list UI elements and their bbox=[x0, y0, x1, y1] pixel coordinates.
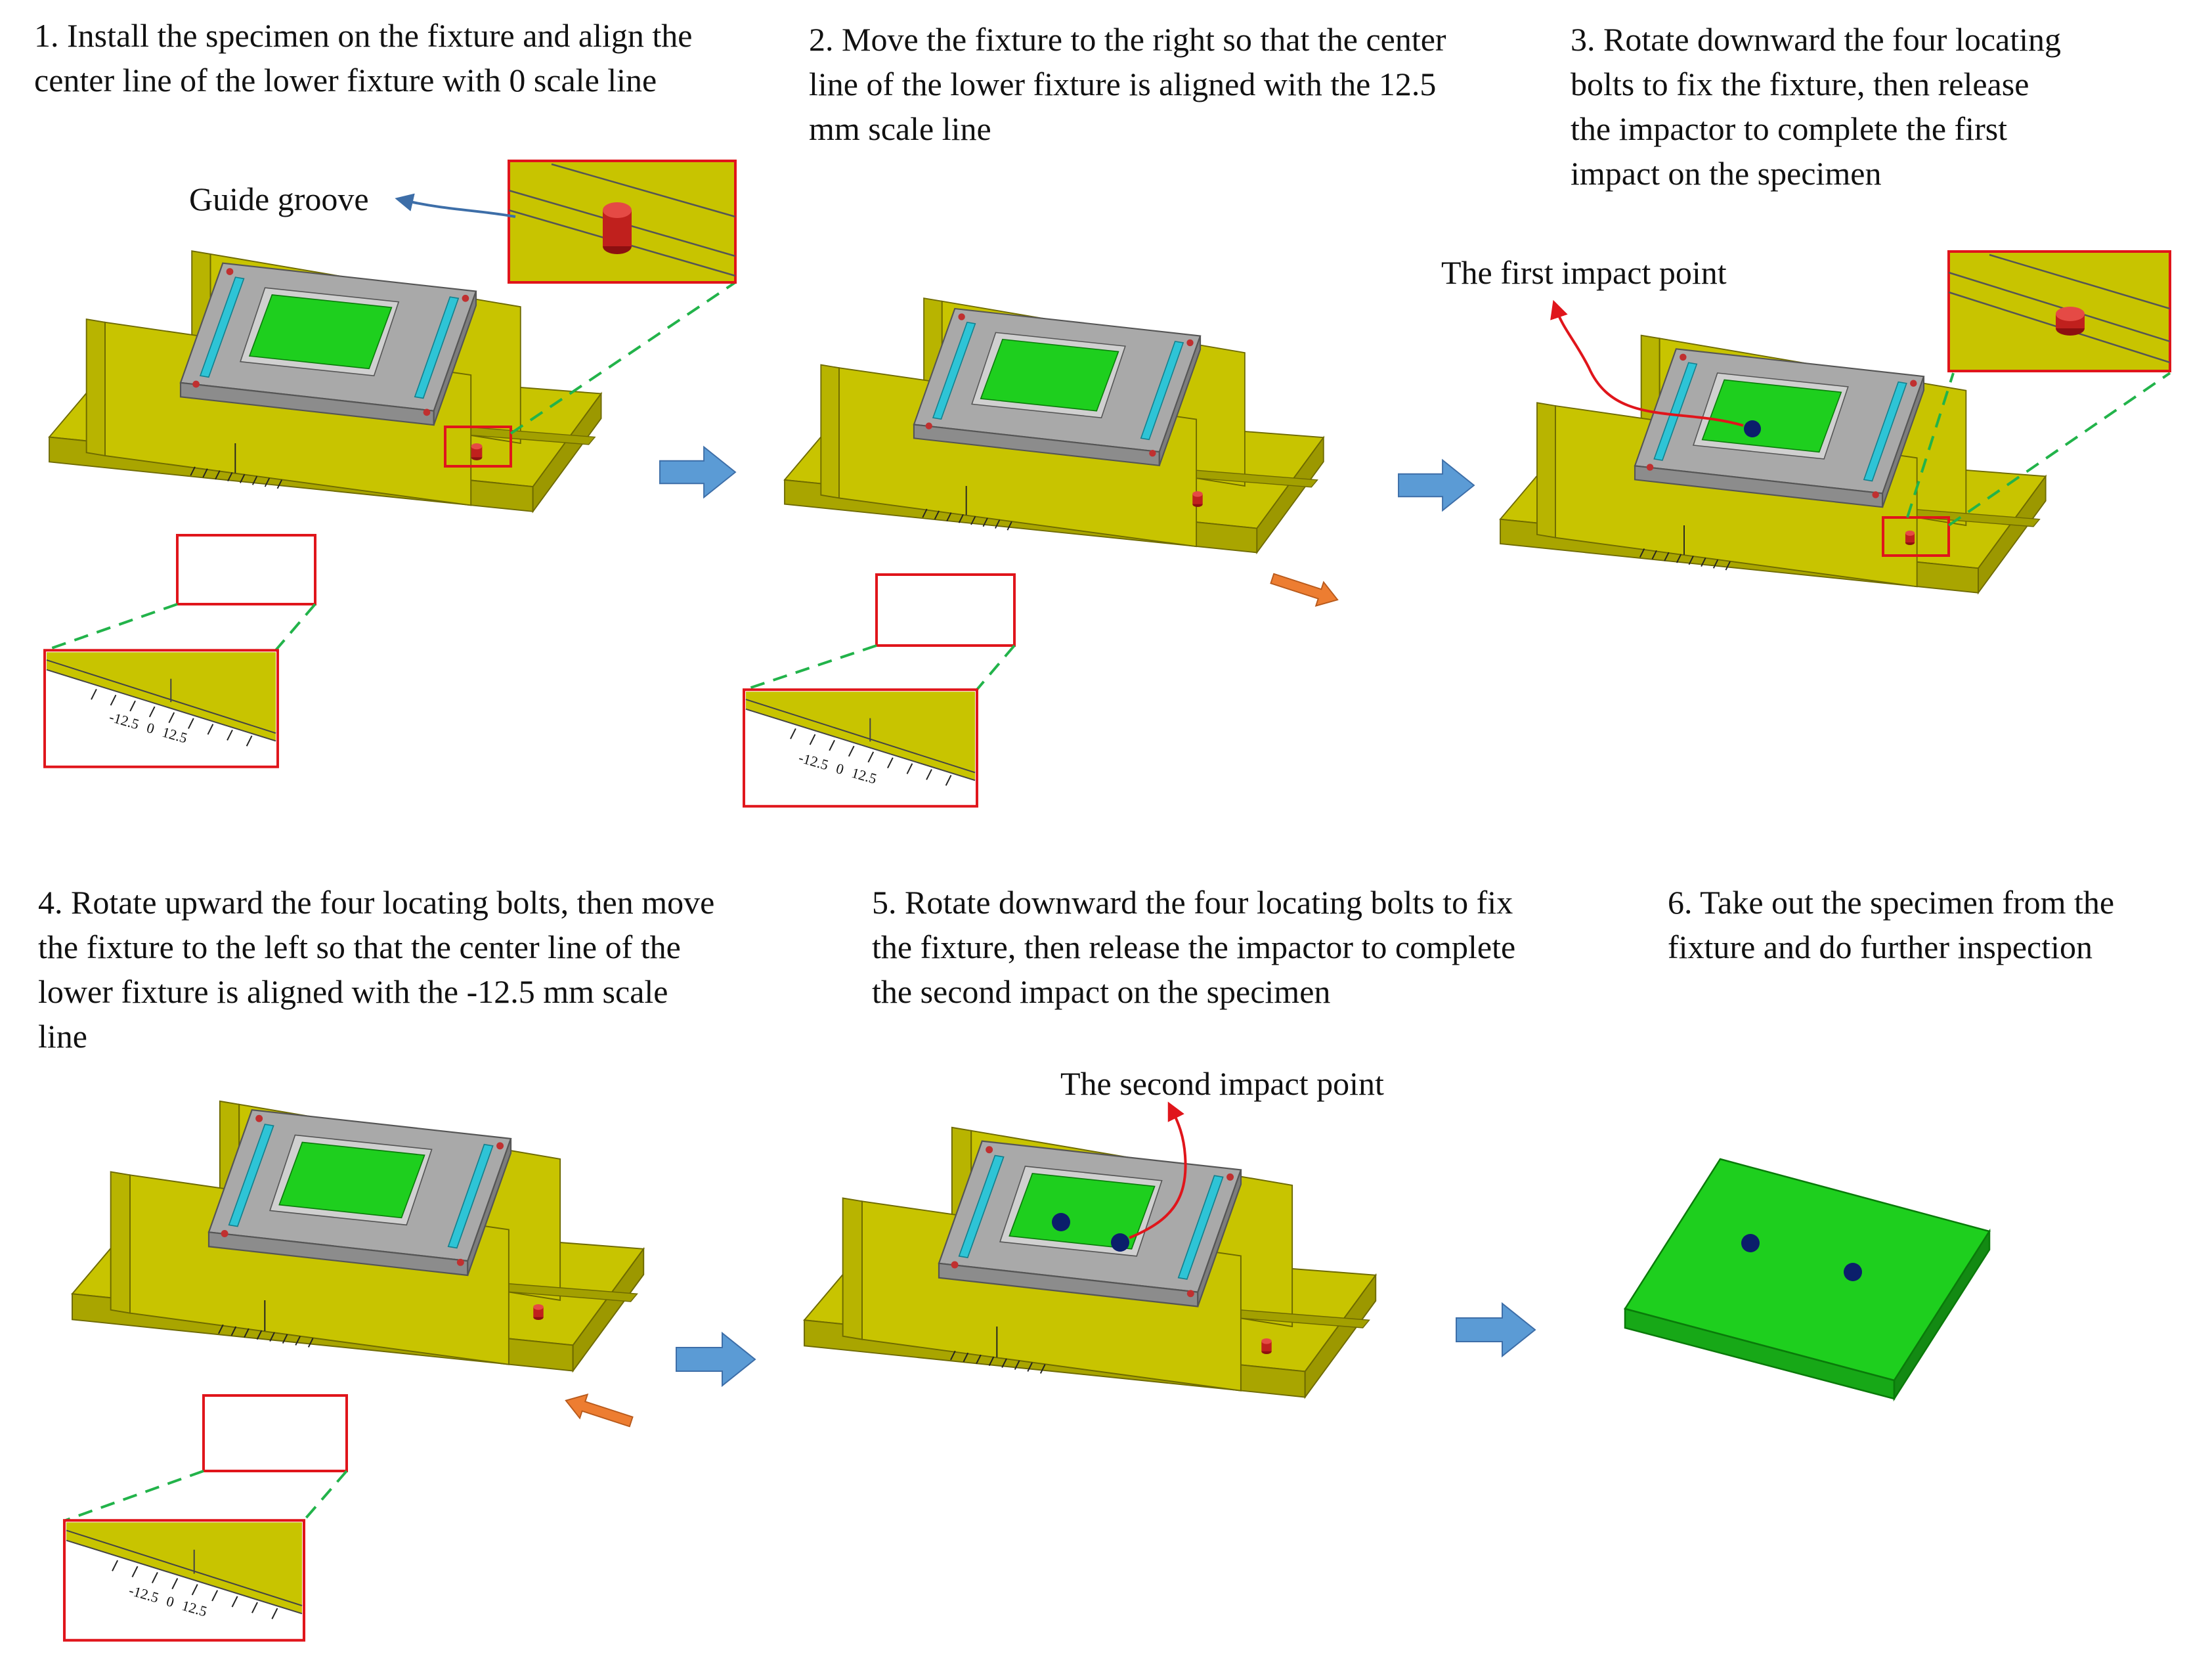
flow-arrow-2 bbox=[1398, 459, 1475, 512]
second-impact-label: The second impact point bbox=[1060, 1065, 1384, 1102]
second-impact-dot bbox=[1111, 1233, 1129, 1252]
scale-inset-1 bbox=[43, 649, 279, 768]
panel-1: Guide groove -12.5 0 12.5 bbox=[43, 160, 737, 768]
groove-inset-3 bbox=[1947, 250, 2171, 372]
move-left-arrow bbox=[561, 1388, 636, 1435]
step-4-text: 4. Rotate upward the four locating bolts… bbox=[38, 884, 715, 1055]
locating-bolt-1 bbox=[471, 443, 483, 460]
flow-arrow-1 bbox=[659, 446, 736, 498]
locating-bolt-4 bbox=[533, 1304, 544, 1320]
panel-3: The first impact point bbox=[1441, 250, 2171, 594]
second-impact-leader bbox=[1129, 1101, 1187, 1239]
leader-line-scale-2a bbox=[745, 644, 877, 691]
impact-mark-2 bbox=[1844, 1263, 1862, 1281]
specimen-top bbox=[1624, 1158, 1991, 1382]
first-impact-dot bbox=[1744, 420, 1761, 437]
leader-line-bolt-1 bbox=[510, 281, 737, 435]
bolt-highlight-1 bbox=[444, 426, 512, 468]
panel-5: The second impact point bbox=[803, 1065, 1384, 1398]
leader-line-scale-4a bbox=[65, 1470, 204, 1522]
leader-line-scale-4b bbox=[303, 1470, 348, 1522]
impact-mark-1 bbox=[1741, 1234, 1760, 1252]
panel-2: -12.5 0 12.5 bbox=[743, 297, 1342, 808]
step-2-text: 2. Move the fixture to the right so that… bbox=[809, 21, 1446, 147]
step-3-text: 3. Rotate downward the four locating bol… bbox=[1571, 21, 2062, 192]
scale-highlight-2 bbox=[875, 573, 1016, 647]
leader-line-scale-1b bbox=[274, 603, 316, 651]
guide-groove-label: Guide groove bbox=[189, 181, 369, 217]
step-6-text: 6. Take out the specimen from the fixtur… bbox=[1668, 884, 2115, 965]
top-plate-2 bbox=[913, 307, 1202, 466]
top-plate-1 bbox=[179, 262, 477, 426]
scale-inset-2 bbox=[743, 688, 978, 808]
groove-inset-1 bbox=[508, 160, 737, 284]
leader-line-bolt-3a bbox=[1947, 372, 2171, 527]
guide-groove-leader bbox=[395, 193, 516, 218]
first-impact-dot-5 bbox=[1052, 1213, 1070, 1231]
flow-arrow-4 bbox=[1456, 1303, 1536, 1357]
top-plate-3 bbox=[1634, 348, 1925, 508]
leader-line-bolt-3b bbox=[1906, 372, 1955, 518]
panel-4: -12.5 0 12.5 bbox=[64, 1100, 645, 1640]
locating-bolt-5 bbox=[1261, 1338, 1272, 1354]
scale-inset-4 bbox=[64, 1520, 304, 1640]
panel-6 bbox=[1624, 1158, 1991, 1402]
bolt-highlight-3 bbox=[1882, 516, 1950, 557]
move-right-arrow bbox=[1267, 565, 1342, 613]
locating-bolt-2 bbox=[1192, 491, 1203, 507]
flow-arrow-3 bbox=[676, 1332, 756, 1386]
step-1-text: 1. Install the specimen on the fixture a… bbox=[34, 17, 693, 99]
leader-line-scale-1a bbox=[45, 603, 178, 651]
top-plate-4 bbox=[207, 1109, 512, 1277]
step-5-text: 5. Rotate downward the four locating bol… bbox=[872, 884, 1516, 1010]
first-impact-label: The first impact point bbox=[1441, 254, 1727, 291]
leader-line-scale-2b bbox=[976, 644, 1016, 691]
top-plate-5 bbox=[938, 1140, 1242, 1307]
scale-label-2: -12.5 0 12.5 bbox=[797, 749, 878, 787]
scale-highlight-4 bbox=[202, 1394, 348, 1472]
specimen-side-edge bbox=[1893, 1228, 1991, 1402]
scale-highlight-1 bbox=[176, 534, 316, 605]
locating-bolt-3 bbox=[1905, 531, 1915, 545]
first-impact-leader bbox=[1550, 299, 1744, 427]
